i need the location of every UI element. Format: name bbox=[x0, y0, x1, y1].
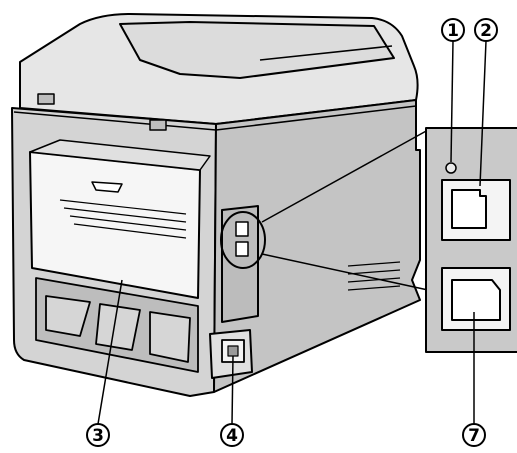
inset-panel bbox=[425, 127, 517, 353]
usb-port-jack bbox=[451, 279, 501, 321]
callout-number: 1 bbox=[447, 21, 459, 41]
interface-area bbox=[209, 205, 259, 379]
paper-guide-left bbox=[45, 295, 91, 337]
leader-line bbox=[97, 279, 123, 425]
rear-cover-ribs bbox=[59, 199, 187, 239]
inset-leader-lines bbox=[261, 129, 429, 291]
callout-7: 7 bbox=[462, 312, 486, 447]
callout-number: 7 bbox=[468, 426, 480, 446]
interface-recess bbox=[221, 205, 259, 323]
lid-tab-mid bbox=[149, 119, 167, 131]
lan-port-jack bbox=[451, 189, 487, 229]
callout-1: 1 bbox=[441, 18, 465, 163]
callout-2: 2 bbox=[474, 18, 498, 187]
callout-number: 3 bbox=[92, 426, 104, 446]
port-usb-small bbox=[235, 241, 249, 257]
lid-edge bbox=[13, 105, 417, 131]
paper-guide-center bbox=[95, 303, 141, 351]
paper-guide-right bbox=[149, 311, 191, 363]
leader-line bbox=[450, 40, 454, 163]
callout-number: 2 bbox=[480, 21, 492, 41]
port-highlight-circle bbox=[220, 211, 266, 269]
power-inlet-pins bbox=[227, 345, 239, 357]
document-feeder bbox=[119, 21, 395, 79]
callout-4: 4 bbox=[220, 355, 244, 447]
callout-3: 3 bbox=[86, 279, 123, 447]
rear-cover-lip bbox=[29, 139, 211, 171]
rear-cover bbox=[29, 139, 211, 299]
port-lan-small bbox=[235, 221, 249, 237]
side-face bbox=[213, 99, 421, 393]
side-vents bbox=[347, 261, 401, 291]
leader-line bbox=[479, 40, 487, 187]
lid-tab-left bbox=[37, 93, 55, 105]
feeder-slot bbox=[259, 45, 393, 61]
paper-output-area bbox=[35, 277, 199, 373]
lan-indicator-led bbox=[445, 162, 457, 174]
callout-number: 4 bbox=[226, 426, 238, 446]
rear-cover-handle bbox=[91, 181, 123, 193]
leader-line bbox=[231, 355, 234, 425]
